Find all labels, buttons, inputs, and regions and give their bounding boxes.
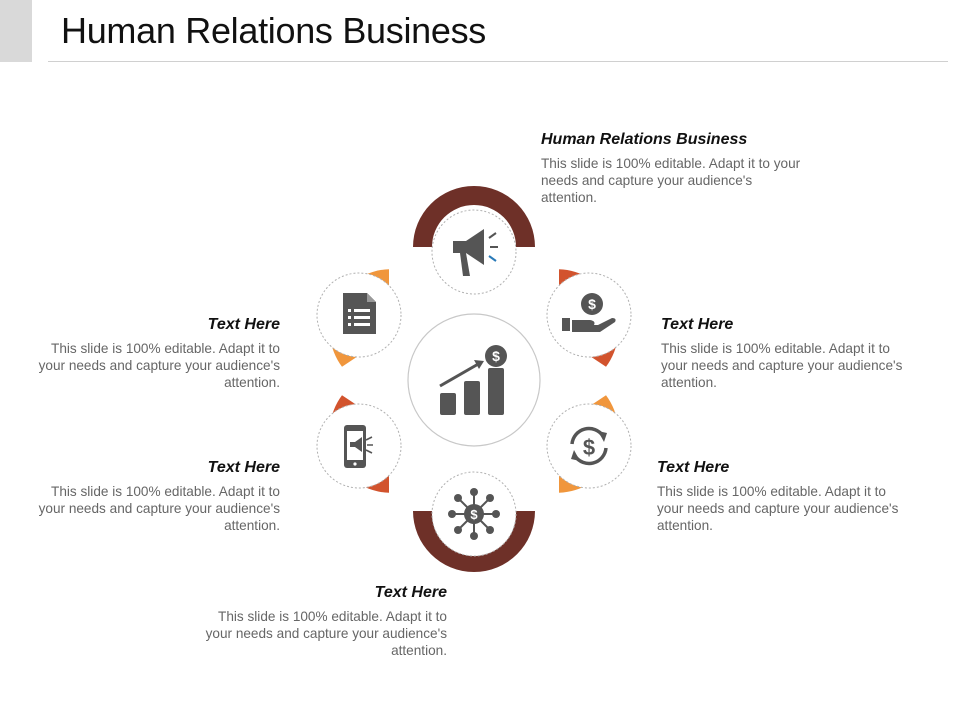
node-lower-right: $	[546, 395, 632, 493]
node-upper-right: $	[546, 269, 632, 367]
text-block-heading: Text Here	[661, 316, 734, 333]
arc-bottom	[413, 511, 535, 572]
page-title: Human Relations Business	[61, 10, 487, 51]
text-block-heading: Text Here	[207, 316, 280, 333]
node-lower-left	[316, 395, 402, 493]
svg-text:$: $	[583, 435, 595, 460]
tablet-megaphone-icon	[344, 425, 373, 468]
text-block-heading: Human Relations Business	[541, 131, 748, 148]
text-block-body: This slide is 100% editable. Adapt it to…	[205, 609, 447, 658]
growth-chart-dollar-icon: $	[439, 345, 507, 415]
node-top	[413, 186, 535, 295]
text-block-lower-left: Text Here This slide is 100% editable. A…	[25, 459, 280, 534]
node-circle-lower-right	[546, 403, 632, 489]
node-upper-left	[316, 269, 402, 367]
text-block-bottom: Text Here This slide is 100% editable. A…	[192, 584, 447, 659]
text-block-top: Human Relations Business This slide is 1…	[541, 131, 801, 206]
dollar-cycle-icon: $	[570, 426, 608, 466]
center-circle	[407, 313, 541, 447]
text-block-heading: Text Here	[374, 584, 447, 601]
node-bottom: $	[413, 471, 535, 572]
svg-text:$: $	[492, 348, 500, 364]
text-block-body: This slide is 100% editable. Adapt it to…	[657, 484, 899, 533]
text-block-lower-right: Text Here This slide is 100% editable. A…	[657, 459, 912, 534]
text-block-heading: Text Here	[657, 459, 730, 476]
title-accent-bar	[0, 0, 32, 62]
megaphone-icon	[453, 229, 498, 276]
text-block-upper-right: Text Here This slide is 100% editable. A…	[661, 316, 916, 391]
svg-text:$: $	[588, 296, 596, 312]
text-block-body: This slide is 100% editable. Adapt it to…	[38, 341, 280, 390]
svg-text:$: $	[470, 507, 478, 522]
node-circle-upper-right	[546, 272, 632, 358]
title-divider	[48, 61, 948, 62]
hand-dollar-icon: $	[562, 293, 616, 332]
text-block-body: This slide is 100% editable. Adapt it to…	[38, 484, 280, 533]
network-dollar-icon: $	[448, 488, 500, 540]
arc-top	[413, 186, 535, 247]
text-block-body: This slide is 100% editable. Adapt it to…	[541, 156, 801, 205]
document-list-icon	[343, 293, 376, 334]
text-block-body: This slide is 100% editable. Adapt it to…	[661, 341, 903, 390]
text-block-heading: Text Here	[207, 459, 280, 476]
text-block-upper-left: Text Here This slide is 100% editable. A…	[25, 316, 280, 391]
